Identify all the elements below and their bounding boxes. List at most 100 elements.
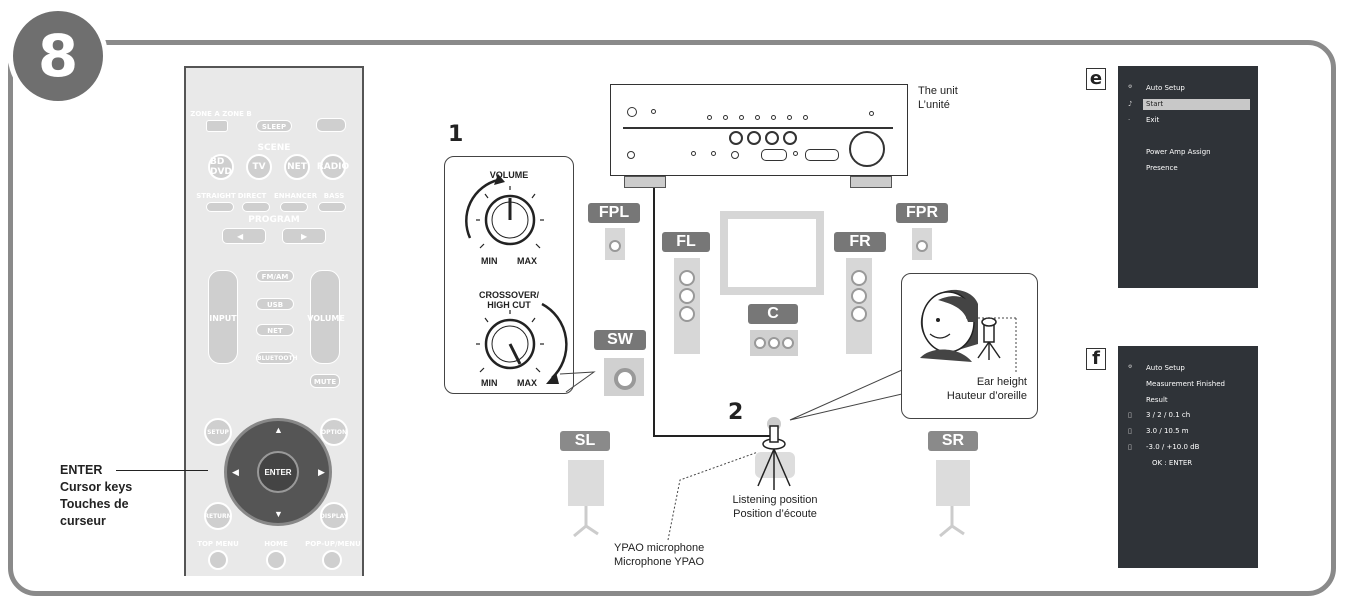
- speaker-fr-label: FR: [834, 232, 886, 252]
- panel-knob: [783, 131, 797, 145]
- speaker-c-label: C: [748, 304, 798, 324]
- ypao-fr: Microphone YPAO: [614, 556, 705, 568]
- speaker-fl: [674, 258, 700, 354]
- scene-net-button[interactable]: NET: [284, 154, 310, 180]
- cursor-down-icon[interactable]: ▼: [274, 509, 283, 519]
- cursor-left-icon[interactable]: ◀: [232, 467, 239, 477]
- cursor-up-icon[interactable]: ▲: [274, 425, 283, 435]
- screen-f-ok[interactable]: OK : ENTER: [1152, 459, 1193, 467]
- screen-e-start[interactable]: Start: [1146, 100, 1164, 108]
- speaker-fr: [846, 258, 872, 354]
- volume-knob-label: VOLUME: [489, 170, 529, 180]
- setup-icon: ⚙: [1128, 84, 1133, 90]
- ear-height-bubble: [901, 273, 1038, 419]
- ear-height-fr: Hauteur d’oreille: [946, 390, 1027, 402]
- program-left-icon: ◀: [237, 232, 244, 241]
- speaker-icon: ▯: [1128, 411, 1132, 419]
- net-button[interactable]: NET: [256, 324, 294, 336]
- screen-e-presence[interactable]: Presence: [1146, 164, 1178, 172]
- power-button[interactable]: [316, 118, 346, 132]
- speaker-cone: [679, 306, 695, 322]
- speaker-sw-label: SW: [594, 330, 646, 350]
- receiver-foot-right: [850, 176, 892, 188]
- enter-label-line2: Cursor keys: [60, 480, 133, 494]
- panel-button: [707, 115, 712, 120]
- cursor-pad[interactable]: ▲ ▼ ◀ ▶ ENTER: [224, 418, 332, 526]
- input-rocker[interactable]: [208, 270, 238, 364]
- level-icon: ▯: [1128, 443, 1132, 451]
- scene-tv-button[interactable]: TV: [246, 154, 272, 180]
- ypao-microphone-label: YPAO microphone Microphone YPAO: [614, 541, 704, 569]
- unit-label: The unit L’unité: [918, 84, 958, 112]
- screen-f-level: -3.0 / +10.0 dB: [1146, 443, 1200, 451]
- distance-icon: ▯: [1128, 427, 1132, 435]
- speaker-fpl-label: FPL: [588, 203, 640, 223]
- direct-button[interactable]: [242, 202, 270, 212]
- program-right-icon: ▶: [301, 232, 308, 241]
- cursor-right-icon[interactable]: ▶: [318, 467, 325, 477]
- usb-button[interactable]: USB: [256, 298, 294, 310]
- enter-button[interactable]: ENTER: [257, 451, 299, 493]
- volume-max-label: MAX: [517, 256, 537, 266]
- option-button[interactable]: OPTION: [320, 418, 348, 446]
- screen-e-exit[interactable]: Exit: [1146, 116, 1160, 124]
- enter-pointer-line: [116, 470, 208, 471]
- speaker-cone: [851, 270, 867, 286]
- enhancer-label: ENHANCER: [274, 192, 318, 200]
- listening-position-fr: Position d’écoute: [733, 508, 817, 520]
- exit-icon: ·: [1128, 116, 1131, 124]
- home-button[interactable]: [266, 550, 286, 570]
- popup-menu-label: POP-UP/MENU: [305, 540, 361, 548]
- bluetooth-button[interactable]: BLUETOOTH: [256, 352, 298, 364]
- volume-dial: [849, 131, 885, 167]
- program-right-button[interactable]: ▶: [282, 228, 326, 244]
- sleep-button[interactable]: SLEEP: [256, 120, 292, 132]
- enhancer-button[interactable]: [280, 202, 308, 212]
- screen-e: ⚙ Auto Setup ♪ Start · Exit Power Amp As…: [1118, 66, 1258, 288]
- speaker-sl-label: SL: [560, 431, 610, 451]
- mute-button[interactable]: MUTE: [310, 374, 340, 388]
- ypao-en: YPAO microphone: [614, 542, 705, 554]
- popup-menu-button[interactable]: [322, 550, 342, 570]
- volume-rocker[interactable]: [310, 270, 340, 364]
- top-menu-button[interactable]: [208, 550, 228, 570]
- enter-cursor-label: ENTER Cursor keys Touches de curseur: [60, 462, 132, 530]
- step-1-number: 1: [448, 122, 464, 147]
- display-button[interactable]: DISPLAY: [320, 502, 348, 530]
- setup-button[interactable]: SETUP: [204, 418, 232, 446]
- setup-icon: ⚙: [1128, 364, 1133, 370]
- ear-height-en: Ear height: [976, 376, 1027, 388]
- screen-f-result: Result: [1146, 396, 1168, 404]
- bluetooth-label: BLUETOOTH: [257, 355, 298, 362]
- speaker-cone: [782, 337, 794, 349]
- bass-button[interactable]: [318, 202, 346, 212]
- panel-button: [869, 111, 874, 116]
- tv: [720, 211, 824, 295]
- program-left-button[interactable]: ◀: [222, 228, 266, 244]
- return-button[interactable]: RETURN: [204, 502, 232, 530]
- speaker-cone: [768, 337, 780, 349]
- panel-knob: [747, 131, 761, 145]
- panel-button: [771, 115, 776, 120]
- screen-f-channels: 3 / 2 / 0.1 ch: [1146, 411, 1191, 419]
- straight-button[interactable]: [206, 202, 234, 212]
- input-label: INPUT: [209, 314, 237, 323]
- step-number: 8: [37, 22, 79, 90]
- crossover-min-label: MIN: [481, 378, 498, 388]
- scene-label: SCENE: [257, 143, 291, 153]
- screen-e-letter: e: [1086, 68, 1106, 90]
- scene-radio-button[interactable]: RADIO: [317, 154, 349, 180]
- tv-screen: [728, 219, 816, 287]
- speaker-cone: [754, 337, 766, 349]
- panel-jack: [793, 151, 798, 156]
- knob-bubble: [444, 156, 574, 394]
- mute-label: MUTE: [313, 378, 337, 386]
- bass-label: BASS: [323, 192, 345, 200]
- zone-switch[interactable]: [206, 120, 228, 132]
- scene-bd-dvd-button[interactable]: BD DVD: [208, 154, 234, 180]
- fm-am-button[interactable]: FM/AM: [256, 270, 294, 282]
- screen-e-power-amp-assign[interactable]: Power Amp Assign: [1146, 148, 1211, 156]
- panel-button: [739, 115, 744, 120]
- usb-label: USB: [266, 301, 284, 309]
